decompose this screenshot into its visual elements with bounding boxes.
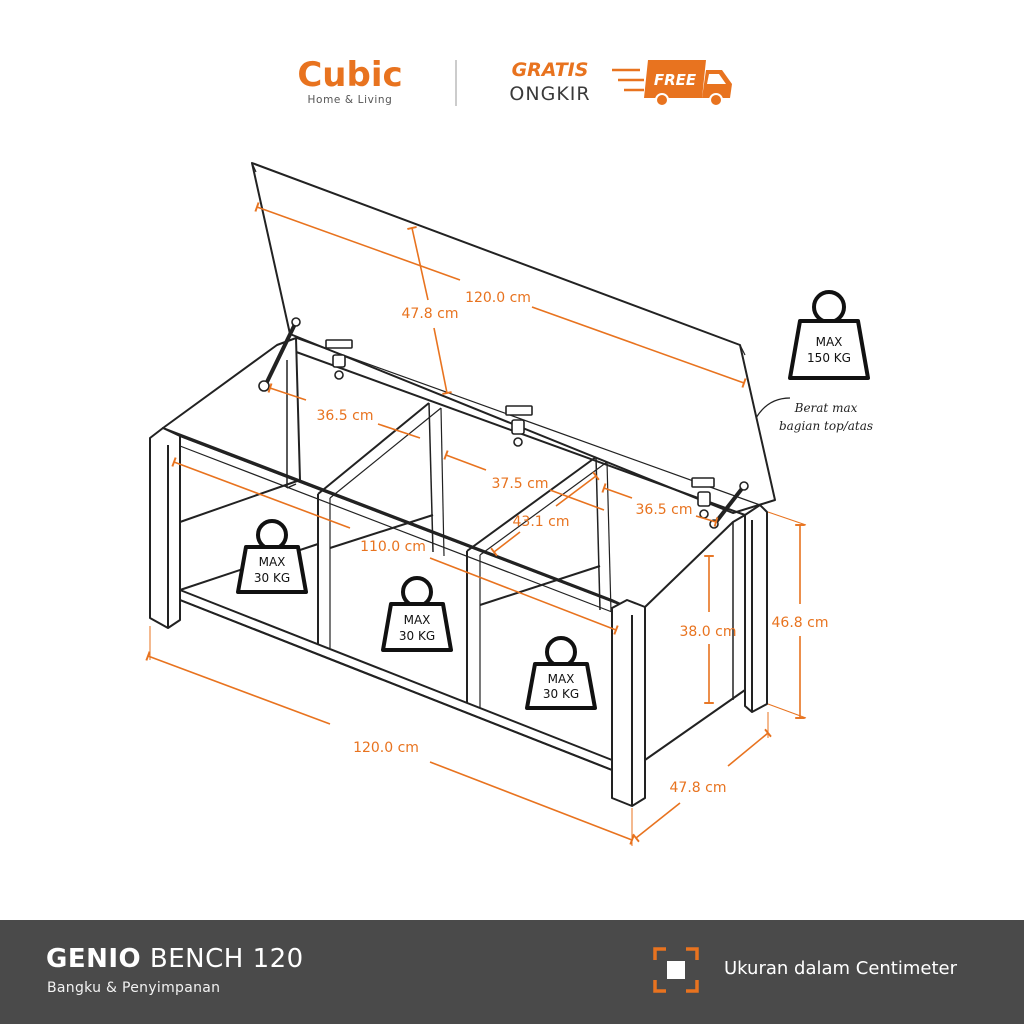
product-name-bold: GENIO <box>46 944 142 974</box>
weight-middle-line2: 30 KG <box>399 629 435 643</box>
gas-strut-left <box>258 317 301 392</box>
dimension-lines <box>145 202 807 846</box>
delivery-truck-icon: FREE <box>612 60 732 107</box>
dim-lid-length: 120.0 cm <box>465 290 531 306</box>
weight-tag-middle: MAX 30 KG <box>381 576 453 652</box>
brand-tagline: Home & Living <box>308 94 393 106</box>
note-line2: bagian top/atas <box>779 419 873 433</box>
weight-tag-top: MAX 150 KG <box>788 290 870 380</box>
dim-compartment-depth: 43.1 cm <box>513 514 570 530</box>
kettlebell-icon <box>381 576 453 652</box>
hinge-right <box>691 477 715 519</box>
hinge-middle <box>505 405 533 447</box>
bench-leg-front-right <box>611 599 646 807</box>
dim-compartment-middle: 37.5 cm <box>492 476 549 492</box>
kettlebell-icon <box>236 519 308 594</box>
product-name-rest: BENCH 120 <box>149 944 304 974</box>
product-name: GENIO BENCH 120 <box>46 944 304 974</box>
product-subtitle: Bangku & Penyimpanan <box>47 980 221 996</box>
frame-corners-icon <box>653 947 699 993</box>
top-weight-note: Berat max bagian top/atas <box>755 397 873 433</box>
weight-right-line1: MAX <box>548 672 575 686</box>
bench-leg-back-right <box>744 504 768 713</box>
bench-drawing <box>149 162 776 807</box>
hinge-left <box>325 339 353 380</box>
brand-logo: Cubic Home & Living <box>297 55 402 106</box>
dim-compartment-right: 36.5 cm <box>636 502 693 518</box>
weight-top-line1: MAX <box>816 335 843 349</box>
bench-leg-front-left <box>149 427 181 629</box>
bench-back-rail <box>276 344 746 516</box>
dim-inner-height: 38.0 cm <box>680 624 737 640</box>
weight-left-line1: MAX <box>259 555 286 569</box>
weight-middle-line1: MAX <box>404 613 431 627</box>
brand-name: Cubic <box>297 55 402 95</box>
weight-tag-left: MAX 30 KG <box>236 519 308 594</box>
dim-inner-length: 110.0 cm <box>360 539 426 555</box>
free-shipping-badge: GRATIS ONGKIR <box>509 59 590 105</box>
lid-hinges <box>258 317 749 529</box>
dimension-labels: 120.0 cm 47.8 cm 36.5 cm 37.5 cm 36.5 cm… <box>317 290 829 796</box>
unit-note: Ukuran dalam Centimeter <box>724 958 958 979</box>
dim-compartment-left: 36.5 cm <box>317 408 374 424</box>
note-line1: Berat max <box>794 401 858 415</box>
kettlebell-icon <box>525 636 597 710</box>
weight-left-line2: 30 KG <box>254 571 290 585</box>
dim-base-depth: 47.8 cm <box>670 780 727 796</box>
dim-lid-depth: 47.8 cm <box>402 306 459 322</box>
kettlebell-icon <box>788 290 870 380</box>
footer-bar: GENIO BENCH 120 Bangku & Penyimpanan Uku… <box>0 920 1024 1024</box>
bench-lid <box>251 162 776 514</box>
truck-free-label: FREE <box>654 71 697 89</box>
weight-tag-right: MAX 30 KG <box>525 636 597 710</box>
weight-top-line2: 150 KG <box>807 351 851 365</box>
shipping-line2: ONGKIR <box>509 83 590 105</box>
dim-total-height: 46.8 cm <box>772 615 829 631</box>
weight-right-line2: 30 KG <box>543 687 579 701</box>
shipping-line1: GRATIS <box>512 59 589 81</box>
dim-base-length: 120.0 cm <box>353 740 419 756</box>
